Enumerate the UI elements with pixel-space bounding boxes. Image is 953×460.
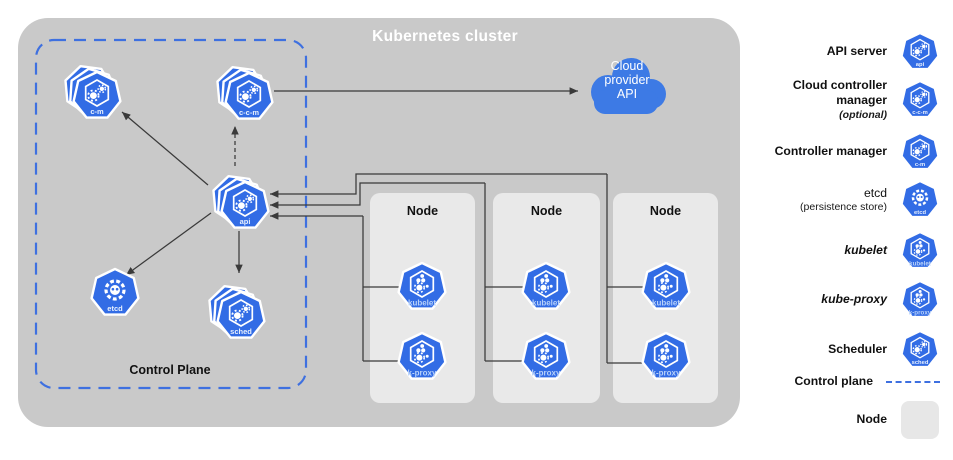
legend-kube-proxy-label: kube-proxy xyxy=(821,292,887,307)
controller-manager-label: c-m xyxy=(90,107,104,116)
legend-row-control-plane: Control plane xyxy=(760,372,942,392)
legend-kube-proxy-icon: k-proxy xyxy=(900,280,940,318)
legend-row-kube-proxy: kube-proxy k-proxy xyxy=(760,278,942,322)
node-1-title: Node xyxy=(406,204,439,218)
legend-ccm-note: (optional) xyxy=(839,108,887,121)
node1-kubelet-label: kubelet xyxy=(408,299,436,308)
legend-ccm-label: Cloud controller manager (optional) xyxy=(760,78,898,122)
svg-text:sched: sched xyxy=(912,360,929,366)
legend-cm-icon: c-m xyxy=(900,132,940,170)
svg-text:kubelet: kubelet xyxy=(909,260,931,267)
node-3-title: Node xyxy=(649,204,682,218)
legend-kubelet-label: kubelet xyxy=(844,243,887,258)
cloud-provider-api: Cloud provider API xyxy=(581,50,673,116)
etcd-icon: etcd xyxy=(90,267,140,316)
legend-row-etcd: etcd (persistence store) etcd xyxy=(760,178,942,222)
svg-text:k-proxy: k-proxy xyxy=(909,309,932,316)
svg-text:api: api xyxy=(916,62,925,68)
node-box-sample xyxy=(901,401,939,439)
node-2-title: Node xyxy=(530,204,563,218)
svg-text:etcd: etcd xyxy=(914,210,926,216)
legend-etcd-label: etcd (persistence store) xyxy=(760,186,898,214)
legend-cm-label: Controller manager xyxy=(774,144,887,159)
legend-node-label: Node xyxy=(856,412,887,427)
legend-etcd-note: (persistence store) xyxy=(800,201,887,214)
cloud-provider-api-label: Cloud provider API xyxy=(604,59,650,101)
scheduler-icon: sched xyxy=(201,277,266,339)
api-server-icon: api xyxy=(205,167,270,229)
api-server-label: api xyxy=(240,217,251,226)
control-plane-dash-sample xyxy=(886,381,940,383)
legend-kubelet-icon: kubelet xyxy=(900,231,940,269)
node1-kubelet-icon: kubelet xyxy=(397,261,447,310)
legend-row-scheduler: Scheduler sched xyxy=(760,328,942,372)
controller-manager-icon: c-m xyxy=(57,57,122,119)
node3-kubelet-label: kubelet xyxy=(652,299,680,308)
legend-row-kubelet: kubelet kubelet xyxy=(760,229,942,273)
node3-kubelet-icon: kubelet xyxy=(641,261,691,310)
legend-control-plane-label: Control plane xyxy=(794,374,873,389)
node2-kubelet-label: kubelet xyxy=(532,299,560,308)
control-plane-label: Control Plane xyxy=(129,363,211,377)
node3-kproxy-icon: k-proxy xyxy=(641,331,691,380)
cloud-icon xyxy=(591,58,666,114)
legend-api-server-icon: api xyxy=(900,32,940,70)
node2-kubelet-icon: kubelet xyxy=(521,261,571,310)
cloud-controller-manager-icon: c-c-m xyxy=(209,58,274,120)
legend-api-server-label: API server xyxy=(826,44,887,59)
svg-text:c-m: c-m xyxy=(915,162,925,168)
svg-text:c-c-m: c-c-m xyxy=(912,110,928,116)
node1-kproxy-label: k-proxy xyxy=(408,369,437,378)
legend-etcd-icon: etcd xyxy=(900,180,940,218)
node2-kproxy-icon: k-proxy xyxy=(521,331,571,380)
node1-kproxy-icon: k-proxy xyxy=(397,331,447,380)
scheduler-label: sched xyxy=(230,327,252,336)
cloud-controller-manager-label: c-c-m xyxy=(239,108,259,117)
node3-kproxy-label: k-proxy xyxy=(652,369,681,378)
node2-kproxy-label: k-proxy xyxy=(532,369,561,378)
legend-row-node: Node xyxy=(760,400,942,440)
legend-row-controller-manager: Controller manager c-m xyxy=(760,130,942,174)
etcd-label: etcd xyxy=(107,304,123,313)
legend-row-api-server: API server api xyxy=(760,30,942,74)
legend-scheduler-label: Scheduler xyxy=(828,342,887,357)
legend-scheduler-icon: sched xyxy=(900,330,940,368)
legend-ccm-icon: c-c-m xyxy=(900,80,940,118)
legend-row-cloud-controller-manager: Cloud controller manager (optional) c-c-… xyxy=(760,78,942,122)
cluster-title: Kubernetes cluster xyxy=(372,28,518,45)
